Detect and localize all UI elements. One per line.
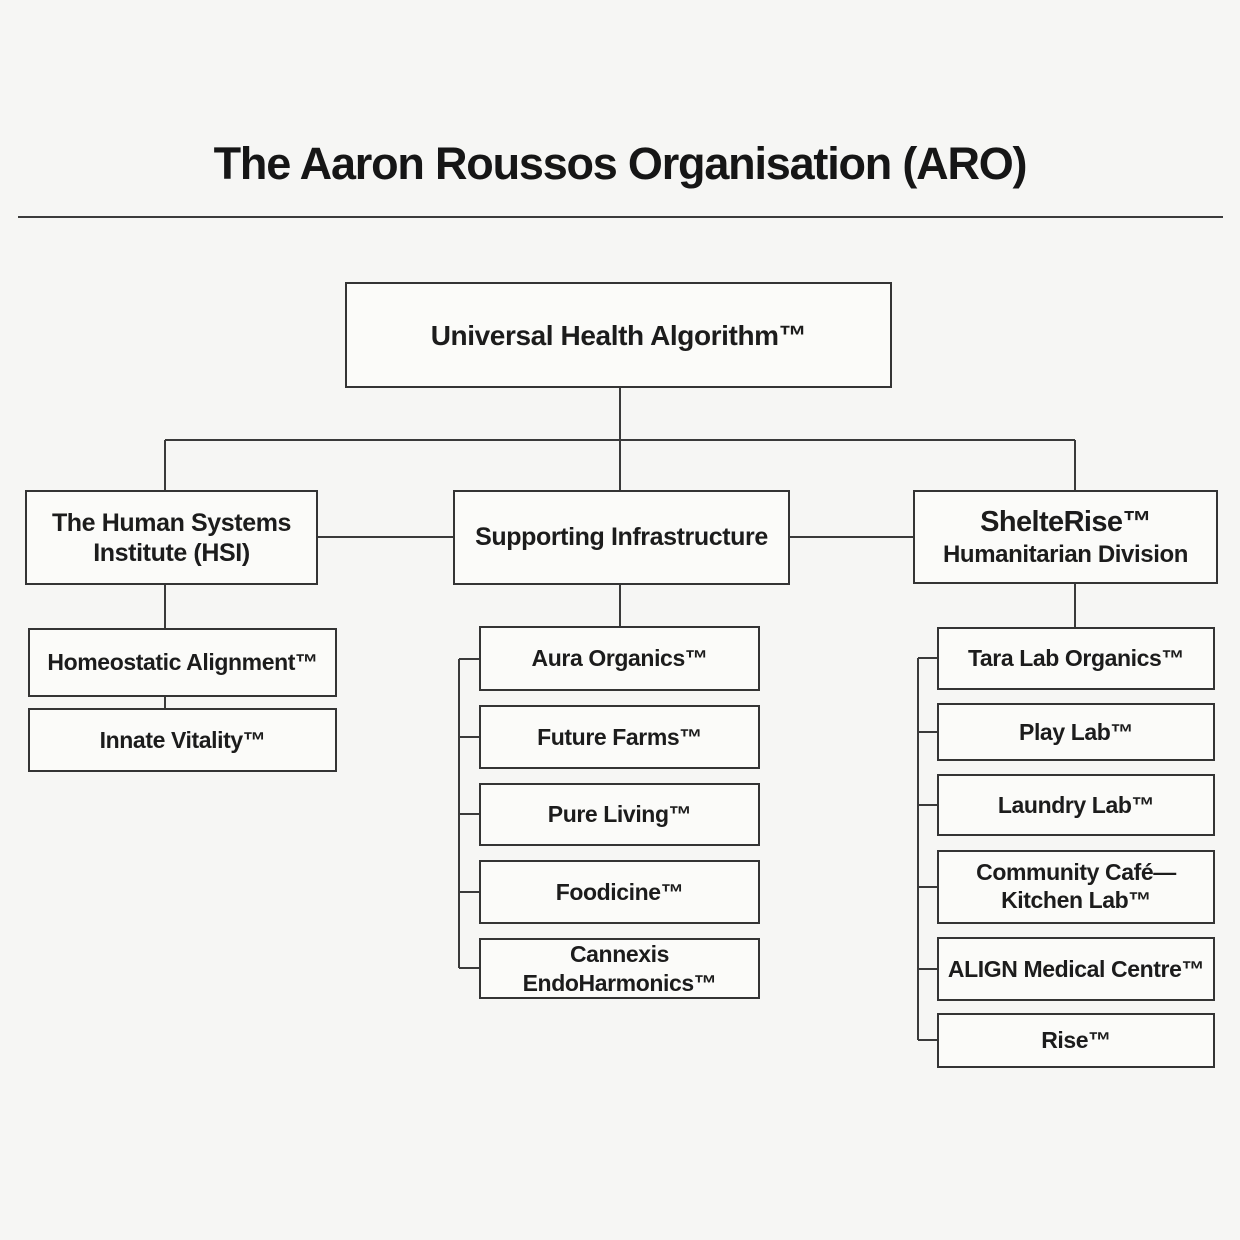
leaf-label-line1: Community Café— bbox=[976, 859, 1176, 886]
division-hsi-line2: Institute (HSI) bbox=[93, 538, 250, 567]
connector-level1 bbox=[164, 388, 1076, 708]
division-shelterise-line2: Humanitarian Division bbox=[943, 541, 1188, 569]
root-box-universal-health-algorithm: Universal Health Algorithm™ bbox=[345, 282, 892, 388]
root-box-label: Universal Health Algorithm™ bbox=[430, 319, 807, 351]
leaf-label: Play Lab™ bbox=[1019, 718, 1133, 745]
leaf-box-foodicine: Foodicine™ bbox=[479, 860, 760, 924]
leaf-box-tara-lab-organics: Tara Lab Organics™ bbox=[937, 627, 1215, 690]
leaf-box-aura-organics: Aura Organics™ bbox=[479, 626, 760, 691]
leaf-label-line2: Kitchen Lab™ bbox=[1001, 887, 1151, 913]
division-hsi-line1: The Human Systems bbox=[51, 508, 292, 537]
title-divider bbox=[18, 216, 1223, 218]
leaf-box-play-lab: Play Lab™ bbox=[937, 703, 1215, 761]
leaf-label: Rise™ bbox=[1041, 1027, 1111, 1054]
division-box-shelterise: ShelteRise™ Humanitarian Division bbox=[913, 490, 1218, 584]
leaf-label: Tara Lab Organics™ bbox=[967, 645, 1185, 672]
connector-shelterise-spine bbox=[917, 657, 937, 1041]
leaf-label: Pure Living™ bbox=[547, 801, 692, 828]
leaf-box-pure-living: Pure Living™ bbox=[479, 783, 760, 846]
division-box-hsi: The Human Systems Institute (HSI) bbox=[25, 490, 318, 585]
division-box-supporting-infrastructure: Supporting Infrastructure bbox=[453, 490, 790, 585]
division-shelterise-line1: ShelteRise™ bbox=[980, 505, 1151, 538]
leaf-label: Cannexis EndoHarmonics™ bbox=[522, 940, 717, 996]
leaf-box-innate-vitality: Innate Vitality™ bbox=[28, 708, 337, 772]
leaf-box-homeostatic-alignment: Homeostatic Alignment™ bbox=[28, 628, 337, 697]
leaf-label: Homeostatic Alignment™ bbox=[47, 649, 318, 676]
division-supporting-infrastructure-label: Supporting Infrastructure bbox=[475, 522, 768, 551]
leaf-box-rise: Rise™ bbox=[937, 1013, 1215, 1068]
leaf-box-cannexis-endoharmonics: Cannexis EndoHarmonics™ bbox=[479, 938, 760, 999]
leaf-label: Foodicine™ bbox=[555, 878, 684, 905]
leaf-label: Laundry Lab™ bbox=[997, 791, 1155, 818]
page-title: The Aaron Roussos Organisation (ARO) bbox=[213, 138, 1028, 189]
leaf-box-community-cafe-kitchen-lab: Community Café— Kitchen Lab™ bbox=[937, 850, 1215, 924]
leaf-label: ALIGN Medical Centre™ bbox=[947, 955, 1205, 982]
connector-infrastructure-spine bbox=[458, 658, 479, 969]
leaf-box-future-farms: Future Farms™ bbox=[479, 705, 760, 769]
leaf-label: Future Farms™ bbox=[537, 723, 702, 750]
leaf-box-laundry-lab: Laundry Lab™ bbox=[937, 774, 1215, 836]
leaf-label: Aura Organics™ bbox=[531, 645, 708, 672]
leaf-label: Innate Vitality™ bbox=[99, 726, 266, 753]
leaf-box-align-medical-centre: ALIGN Medical Centre™ bbox=[937, 937, 1215, 1001]
